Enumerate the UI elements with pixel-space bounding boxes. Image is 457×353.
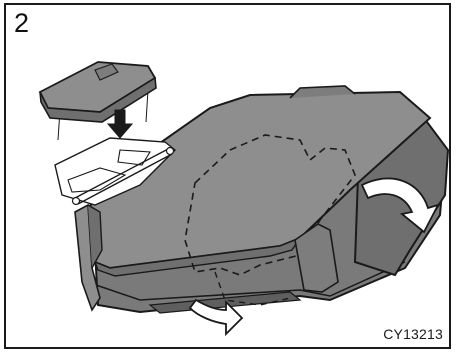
- cover-cap-icon: [40, 62, 156, 122]
